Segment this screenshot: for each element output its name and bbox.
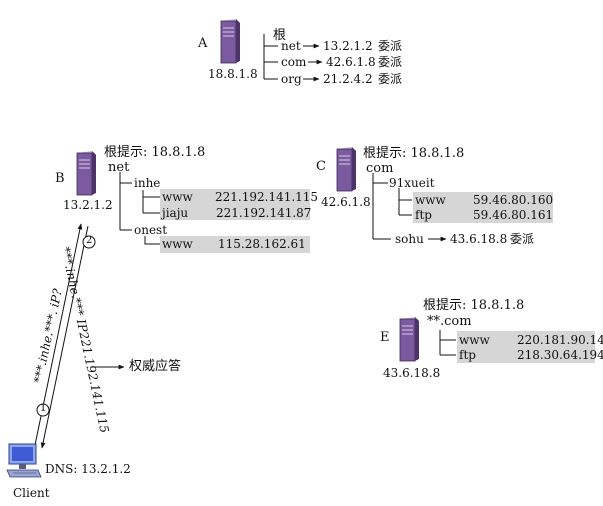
server-b-subzone: onest	[134, 223, 168, 237]
query-step-number: 1	[40, 403, 47, 414]
e-record-value: 218.30.64.194	[517, 348, 603, 362]
c-record-value: 59.46.80.160	[473, 193, 554, 207]
b-inhe-records-highlight	[160, 189, 310, 220]
server-a-letter: A	[198, 36, 208, 51]
server-icon	[220, 19, 240, 64]
root-record-type: 委派	[378, 72, 403, 86]
server-c-ip: 42.6.1.8	[321, 195, 371, 209]
b-onest-branch-www	[144, 236, 160, 245]
server-c-letter: C	[316, 159, 326, 174]
server-b-letter: B	[55, 171, 65, 186]
client-dns-setting: DNS: 13.2.1.2	[45, 462, 131, 476]
root-record-value: 42.6.1.8	[326, 55, 376, 69]
authoritative-answer-label: 权威应答	[129, 359, 182, 374]
b-onest-records-highlight	[160, 236, 310, 253]
b-record-value: 115.28.162.61	[218, 237, 306, 251]
server-icon	[336, 147, 356, 192]
reply-arrow	[40, 225, 89, 449]
server-c-subzone: 91xueit	[389, 176, 435, 190]
b-record-name: www	[162, 190, 193, 204]
e-record-name: ftp	[459, 348, 476, 362]
root-record-name: com	[281, 55, 307, 69]
c-91xueit-records-highlight	[413, 192, 553, 223]
b-record-name: www	[162, 237, 193, 251]
client-label: Client	[13, 486, 50, 500]
root-record-type: 委派	[378, 55, 403, 69]
computer-icon	[6, 443, 42, 478]
server-b-ip: 13.2.1.2	[63, 198, 113, 212]
c-record-value: 59.46.80.161	[473, 208, 554, 222]
root-record-type: 委派	[378, 39, 403, 53]
b-record-value: 221.192.141.115	[215, 190, 319, 204]
server-b-root-hint: 根提示: 18.8.1.8	[104, 145, 206, 160]
server-b-zone: net	[108, 160, 130, 175]
c-delegation-type: 委派	[510, 232, 535, 246]
server-icon	[76, 151, 96, 196]
c-record-name: www	[415, 193, 446, 207]
server-c-root-hint: 根提示: 18.8.1.8	[363, 146, 465, 161]
c-record-name: ftp	[415, 208, 432, 222]
server-e-root-hint: 根提示: 18.8.1.8	[423, 298, 525, 313]
server-e-letter: E	[380, 330, 390, 345]
server-a-ip: 18.8.1.8	[208, 67, 258, 81]
reply-step-circle	[82, 235, 96, 249]
b-record-name: jiaju	[162, 206, 189, 220]
root-zone-label: 根	[273, 28, 287, 43]
b-record-value: 221.192.141.87	[216, 206, 312, 220]
c-delegation-value: 43.6.18.8	[450, 232, 508, 246]
root-record-name: net	[281, 39, 301, 53]
e-records-highlight	[457, 331, 595, 363]
root-record-value: 13.2.1.2	[323, 39, 373, 53]
root-record-value: 21.2.4.2	[323, 72, 373, 86]
server-e-ip: 43.6.18.8	[383, 366, 441, 380]
query-step-circle	[36, 403, 50, 417]
server-icon	[399, 317, 419, 362]
reply-step-number: 2	[86, 235, 93, 246]
e-record-name: www	[459, 333, 490, 347]
server-c-subzone: sohu	[395, 232, 424, 246]
server-e-zone: **.com	[427, 314, 472, 329]
e-record-value: 220.181.90.14	[517, 333, 603, 347]
root-record-name: org	[281, 72, 302, 86]
server-b-subzone: inhe	[134, 176, 161, 190]
server-c-zone: com	[366, 161, 394, 176]
